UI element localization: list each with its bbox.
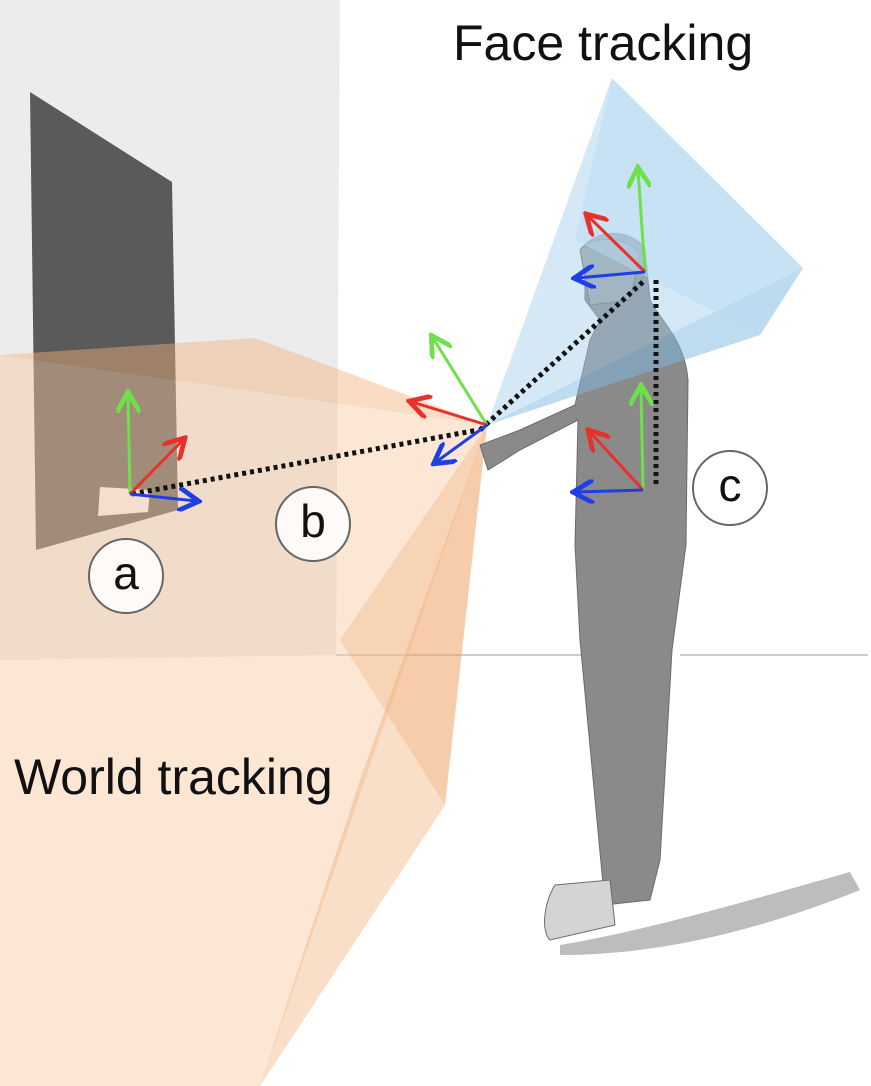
marker-b: b [275,486,351,562]
world-tracking-frustum [0,338,487,1086]
axes-device [412,338,489,462]
axes-a [128,395,196,501]
person-shadow [560,872,860,955]
marker-a: a [88,538,164,614]
wall-screen [30,92,178,550]
world-tracking-label: World tracking [14,749,333,805]
dotted-line-b [131,427,479,497]
dotted-line-face [478,278,647,432]
face-tracking-label: Face tracking [453,15,754,71]
marker-c: c [692,450,768,526]
axes-body [576,388,643,492]
axes-face [577,170,645,278]
